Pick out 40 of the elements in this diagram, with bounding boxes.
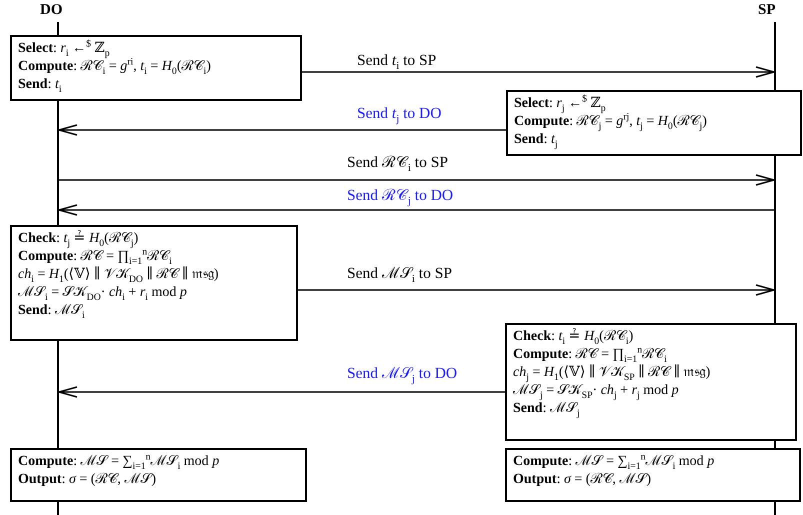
edge-label: Send ℳ𝒮$_{j}$ to DO [347, 365, 458, 383]
step-text: Compute: ℛ𝒞 = ∏$_{i=1}$$^{n}$ℛ𝒞$_{i}$ [18, 248, 173, 266]
step-text: ℳ𝒮$_{i}$ = 𝒮𝒦$_{DO}$· ch$_{i}$ + r$_{i}$ mod p [18, 284, 188, 302]
edge-label: Send t$_{j}$ to DO [357, 105, 442, 123]
step-text: Check: t$_{i}$ ≟ H$_{0}$(ℛ𝒞$_{i}$) [513, 328, 634, 346]
step-text: Compute: ℳ𝒮 = ∑$_{i=1}$$^{n}$ℳ𝒮$_{i}$ mod p [18, 453, 220, 471]
step-text: Select: r$_{j}$ ←$^{$}$ ℤ$_{p}$ [514, 95, 607, 113]
step-text: Compute: ℳ𝒮 = ∑$_{i=1}$$^{n}$ℳ𝒮$_{i}$ mod p [513, 453, 716, 471]
step-text: Send: t$_{i}$ [18, 76, 63, 94]
process-box [505, 323, 797, 441]
participant-label: SP [758, 2, 776, 19]
edge-label: Send ℛ𝒞$_{i}$ to SP [347, 154, 448, 172]
message-arrow [302, 66, 775, 78]
process-box [505, 448, 801, 502]
edge-label: Send t$_{i}$ to SP [357, 52, 436, 70]
step-text: Compute: ℛ𝒞 = ∏$_{i=1}$$^{n}$ℛ𝒞$_{i}$ [513, 346, 668, 364]
step-text: Output: σ = (ℛ𝒞, ℳ𝒮) [513, 471, 652, 489]
process-box [10, 448, 307, 502]
step-text: Check: t$_{j}$ ≟ H$_{0}$(ℛ𝒞$_{j}$) [18, 230, 140, 248]
step-text: ch$_{i}$ = H$_{1}$(⟨𝕍⟩ ∥ 𝒱𝒦$_{DO}$ ∥ ℛ𝒞 ∥ 𝔪𝔰𝔤) [18, 266, 220, 284]
edge-label: Send ℳ𝒮$_{i}$ to SP [347, 265, 452, 283]
process-box [10, 35, 302, 101]
edge-label: Send ℛ𝒞$_{j}$ to DO [347, 187, 454, 205]
step-text: Output: σ = (ℛ𝒞, ℳ𝒮) [18, 471, 158, 489]
process-box [506, 90, 802, 156]
message-arrow [58, 386, 505, 398]
participant-label: DO [40, 2, 62, 19]
step-text: ℳ𝒮$_{j}$ = 𝒮𝒦$_{SP}$· ch$_{j}$ + r$_{j}$ mod p [513, 382, 680, 400]
step-text: Send: t$_{j}$ [514, 131, 559, 149]
message-arrow [59, 174, 775, 186]
step-text: Send: ℳ𝒮$_{j}$ [513, 400, 581, 418]
step-text: Select: r$_{i}$ ←$^{$}$ ℤ$_{p}$ [18, 40, 111, 58]
step-text: ch$_{j}$ = H$_{1}$(⟨𝕍⟩ ∥ 𝒱𝒦$_{SP}$ ∥ ℛ𝒞 ∥ 𝔪𝔰𝔤) [513, 364, 712, 382]
message-arrow [58, 204, 774, 216]
step-text: Compute: ℛ𝒞$_{j}$ = g$^{rj}$, t$_{j}$ = H$_{0}$(ℛ𝒞$_{j}$) [514, 113, 708, 131]
step-text: Compute: ℛ𝒞$_{i}$ = g$^{ri}$, t$_{i}$ = H$_{0}$(ℛ𝒞$_{i}$) [18, 58, 212, 76]
step-text: Send: ℳ𝒮$_{i}$ [18, 302, 86, 320]
message-arrow [58, 124, 506, 136]
process-box [10, 225, 298, 341]
message-arrow [298, 284, 775, 296]
